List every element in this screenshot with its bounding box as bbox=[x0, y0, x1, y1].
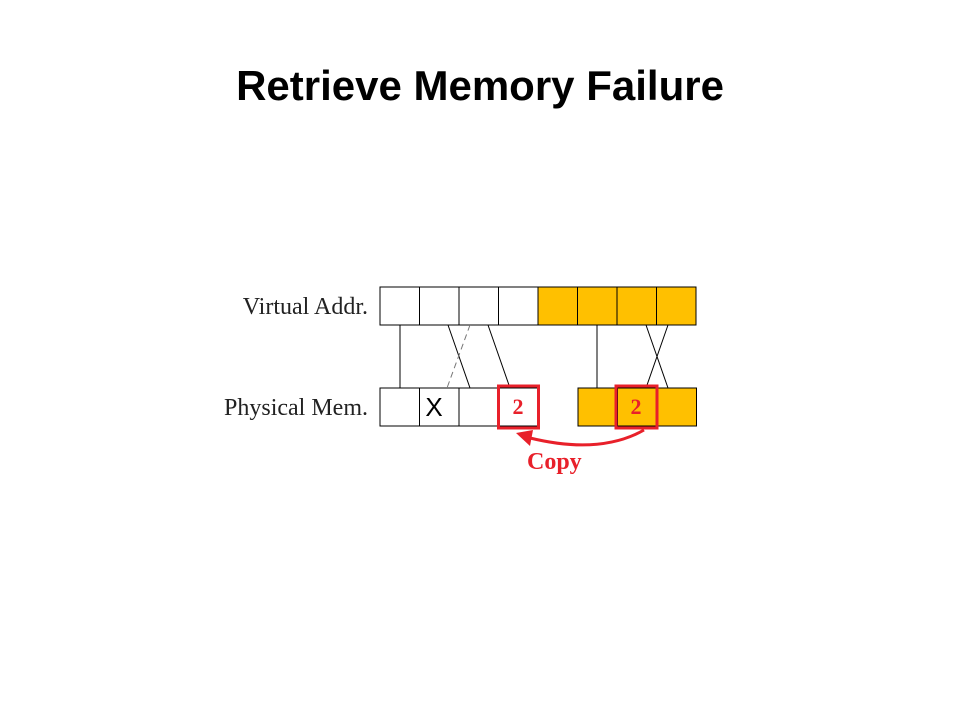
physical-cell-failed bbox=[419, 387, 460, 427]
virtual-cell-highlighted bbox=[616, 286, 657, 326]
copy-arrow-head bbox=[516, 430, 533, 446]
physical-cell bbox=[379, 387, 420, 427]
virtual-cell-highlighted bbox=[537, 286, 578, 326]
copy-arrow bbox=[529, 428, 645, 447]
virtual-cell-highlighted bbox=[656, 286, 697, 326]
virtual-cell bbox=[419, 286, 460, 326]
copy-source-value: 2 bbox=[631, 394, 642, 419]
slide-title: Retrieve Memory Failure bbox=[236, 62, 724, 109]
virtual-cell bbox=[458, 286, 499, 326]
mapping-line-failed bbox=[446, 324, 471, 389]
copy-label: Copy bbox=[527, 449, 582, 475]
physical-mem-label: Physical Mem. bbox=[224, 395, 368, 421]
physical-cell-highlighted bbox=[577, 387, 618, 427]
mapping-line bbox=[487, 324, 511, 389]
copy-source-highlight bbox=[614, 384, 659, 430]
physical-cell-highlighted bbox=[656, 387, 697, 427]
copy-dest-value: 2 bbox=[513, 394, 524, 419]
mapping-line bbox=[645, 324, 669, 389]
virtual-addr-row bbox=[379, 286, 697, 326]
physical-cell bbox=[458, 387, 499, 427]
mapping-lines bbox=[399, 324, 669, 389]
physical-cell-dest bbox=[498, 387, 539, 427]
physical-cell-source bbox=[617, 387, 658, 427]
physical-mem-row bbox=[379, 387, 697, 427]
virtual-cell-highlighted bbox=[577, 286, 618, 326]
virtual-cell bbox=[498, 286, 539, 326]
copy-dest-highlight bbox=[497, 384, 540, 430]
failed-cell-mark: X bbox=[425, 392, 442, 422]
virtual-cell bbox=[379, 286, 420, 326]
virtual-addr-label: Virtual Addr. bbox=[243, 294, 368, 320]
